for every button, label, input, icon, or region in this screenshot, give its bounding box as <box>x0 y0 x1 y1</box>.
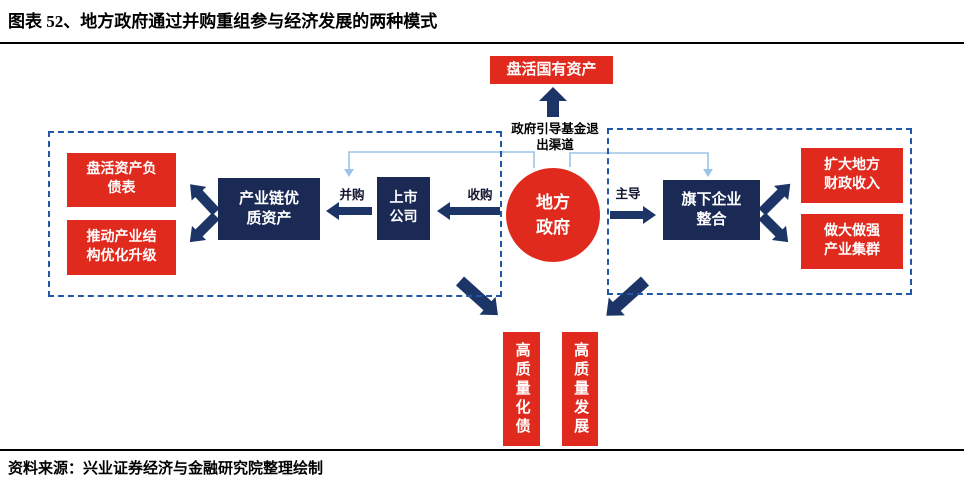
subsidiary-integration-box: 旗下企业 整合 <box>663 180 760 240</box>
exit-connector-left-arrowhead <box>344 169 354 177</box>
lead-arrow <box>610 206 656 224</box>
exit-channel-label: 政府引导基金退 出渠道 <box>511 122 599 153</box>
right-up-chevron-arrow <box>758 183 791 216</box>
industry-chain-assets-box: 产业链优 质资产 <box>218 178 320 240</box>
left-mode-dashed-region <box>48 131 502 297</box>
right-down-chevron-arrow <box>758 212 789 243</box>
left-up-chevron-arrow <box>190 184 220 216</box>
bottom-right-diagonal-arrow <box>606 276 650 316</box>
lead-label: 主导 <box>615 187 641 201</box>
balance-sheet-outcome-box: 盘活资产负 债表 <box>67 153 176 207</box>
listed-company-box: 上市 公司 <box>377 177 430 240</box>
industry-cluster-outcome-box: 做大做强 产业集群 <box>801 214 903 269</box>
industry-upgrade-outcome-box: 推动产业结 构优化升级 <box>67 220 176 275</box>
local-government-circle: 地方 政府 <box>506 168 600 262</box>
acquire-arrow <box>437 202 500 220</box>
left-down-chevron-arrow <box>189 212 220 243</box>
acquire-label: 收购 <box>467 188 493 202</box>
title-rule <box>0 42 964 44</box>
figure-title: 图表 52、地方政府通过并购重组参与经济发展的两种模式 <box>8 12 438 31</box>
merge-arrow <box>326 202 372 220</box>
quality-debt-resolution-box: 高质量化债 <box>503 332 540 446</box>
quality-development-box: 高质量发展 <box>562 332 598 446</box>
exit-connector-right-arrowhead <box>703 169 713 177</box>
source-rule <box>0 449 964 451</box>
revitalize-up-arrow <box>539 87 567 117</box>
fiscal-revenue-outcome-box: 扩大地方 财政收入 <box>801 148 903 203</box>
merge-label: 并购 <box>339 188 365 202</box>
state-asset-result-box: 盘活国有资产 <box>490 56 613 84</box>
right-mode-dashed-region <box>607 128 912 295</box>
source-note: 资料来源：兴业证券经济与金融研究院整理绘制 <box>8 461 324 477</box>
exit-connector-left <box>348 151 535 170</box>
exit-connector-right <box>569 152 709 170</box>
